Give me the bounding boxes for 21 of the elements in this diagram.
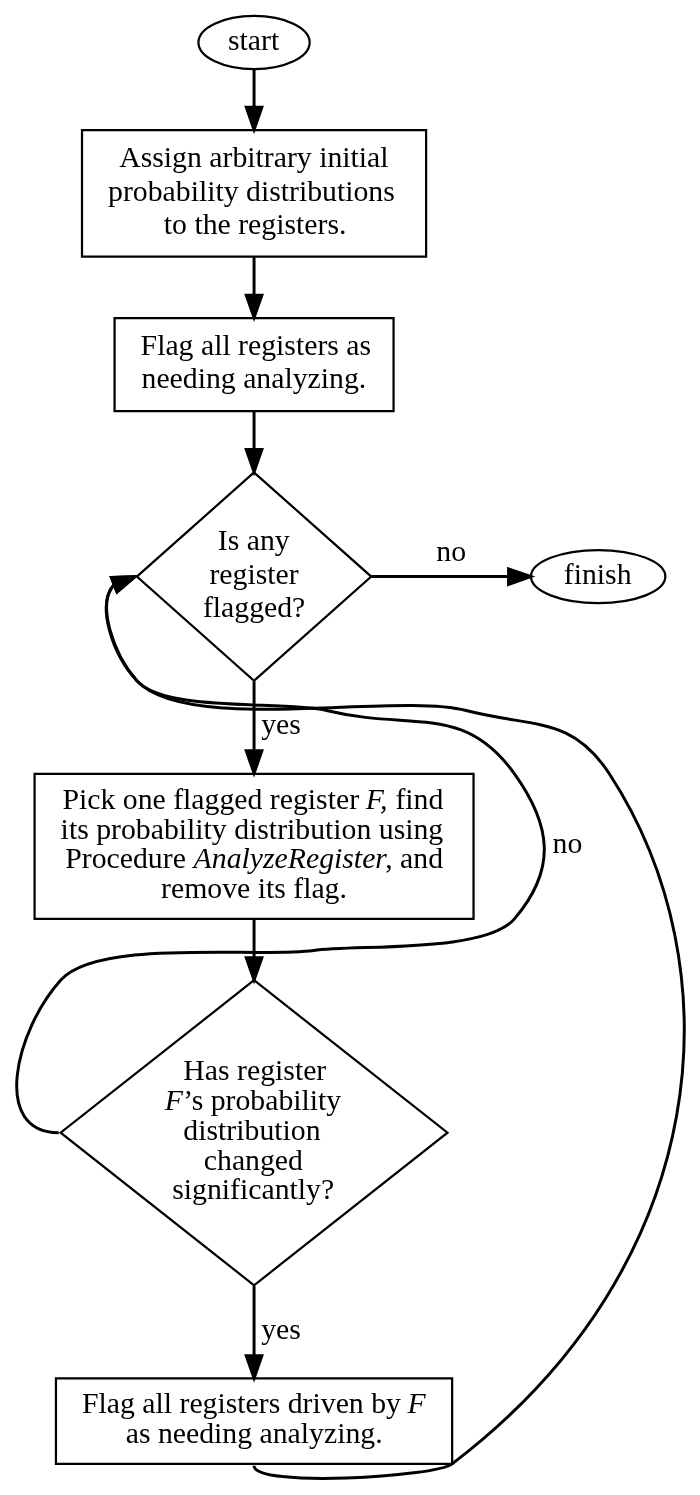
- arrow: [243, 919, 264, 985]
- edge-label: no: [552, 826, 582, 860]
- node-diamond: Is any register flagged?: [134, 470, 373, 683]
- arrow: [105, 574, 685, 1480]
- arrow: [371, 566, 535, 587]
- arrow: [243, 69, 264, 135]
- arrow: [243, 681, 264, 778]
- node-box: Pick one flagged register F, find its probability distribution using Procedure AnalyzeRegister, and remove its flag.: [32, 772, 475, 920]
- edge-label: yes: [260, 707, 301, 741]
- arrow: [243, 256, 264, 323]
- node-ellipse: start: [196, 14, 311, 71]
- node-box: Flag all registers driven by F as needing analyzing.: [54, 1377, 453, 1465]
- node-diamond: Has register F’s probability distribution changed significantly?: [58, 978, 449, 1287]
- arrow: [243, 411, 264, 477]
- arrow: [243, 1286, 264, 1383]
- node-box: Assign arbitrary initial probability distributions to the registers.: [80, 129, 427, 258]
- arrow: [14, 574, 545, 1135]
- node-ellipse: finish: [529, 548, 666, 605]
- edge-label: no: [435, 534, 466, 568]
- node-box: Flag all registers as needing analyzing.: [112, 316, 395, 413]
- edge-label: yes: [260, 1311, 301, 1345]
